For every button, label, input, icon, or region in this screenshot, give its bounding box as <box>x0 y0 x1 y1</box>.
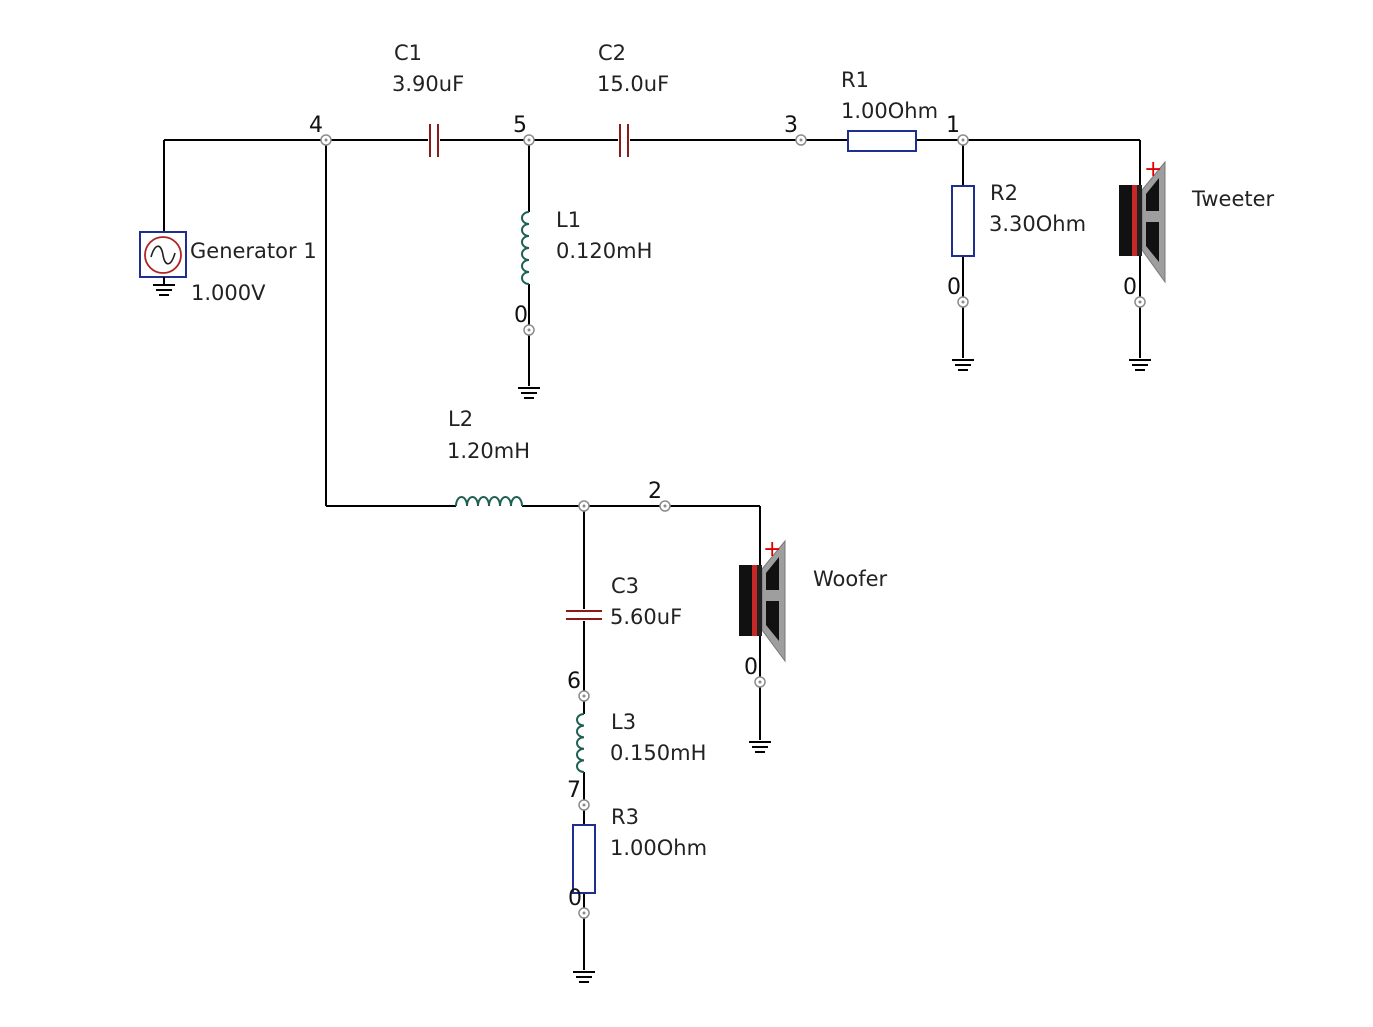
inductor-icon <box>521 211 530 285</box>
resistor-icon <box>572 824 596 894</box>
generator-ground-icon <box>153 277 175 296</box>
inductor-icon <box>455 496 523 507</box>
node-pin[interactable] <box>578 500 590 512</box>
node-pin[interactable] <box>1134 296 1146 308</box>
l3-value: 0.150mH <box>610 741 706 765</box>
tweeter-label: Tweeter <box>1191 187 1275 211</box>
l1-name: L1 <box>556 208 581 232</box>
l2-value: 1.20mH <box>447 439 530 463</box>
capacitor-icon <box>566 610 602 620</box>
node-label-ground-r3: 0 <box>568 886 582 911</box>
node-pin[interactable] <box>578 907 590 919</box>
capacitor-c2[interactable]: C2 15.0uF <box>597 41 669 157</box>
node-label-3: 3 <box>784 113 798 138</box>
r2-value: 3.30Ohm <box>989 212 1086 236</box>
resistor-r3[interactable]: R3 1.00Ohm <box>572 805 707 894</box>
inductor-l3[interactable]: L3 0.150mH <box>576 710 706 773</box>
tweeter-polarity-mark: + <box>1144 157 1162 182</box>
generator-1[interactable]: Generator 1 1.000V <box>139 231 317 305</box>
c2-name: C2 <box>598 41 626 65</box>
c1-value: 3.90uF <box>392 72 464 96</box>
l3-name: L3 <box>611 710 636 734</box>
l1-value: 0.120mH <box>556 239 652 263</box>
node-label-1: 1 <box>946 113 960 138</box>
node-pin[interactable] <box>578 690 590 702</box>
node-pin[interactable] <box>754 676 766 688</box>
node-label-ground-woofer: 0 <box>744 655 758 680</box>
r1-name: R1 <box>841 68 869 92</box>
node-pin[interactable] <box>957 134 969 146</box>
speaker-woofer[interactable]: + Woofer <box>739 537 888 663</box>
r3-name: R3 <box>611 805 639 829</box>
ground-icon-tweeter <box>1129 359 1151 371</box>
c3-name: C3 <box>611 574 639 598</box>
wires <box>163 139 1141 970</box>
r1-value: 1.00Ohm <box>841 99 938 123</box>
resistor-r2[interactable]: R2 3.30Ohm <box>951 181 1086 257</box>
resistor-r1[interactable]: R1 1.00Ohm <box>841 68 938 152</box>
node-label-6: 6 <box>567 669 581 694</box>
c3-value: 5.60uF <box>610 605 682 629</box>
capacitor-c1[interactable]: C1 3.90uF <box>392 41 464 157</box>
speaker-tweeter[interactable]: + Tweeter <box>1119 157 1275 284</box>
node-pin[interactable] <box>795 134 807 146</box>
c1-name: C1 <box>394 41 422 65</box>
speaker-icon <box>739 539 786 663</box>
woofer-label: Woofer <box>813 567 888 591</box>
l2-name: L2 <box>448 407 473 431</box>
capacitor-c3[interactable]: C3 5.60uF <box>566 574 682 629</box>
woofer-polarity-mark: + <box>763 537 781 562</box>
node-label-2: 2 <box>648 479 662 504</box>
node-labels: 4 5 3 1 2 6 7 0 0 0 0 0 <box>309 113 1137 911</box>
generator-value: 1.000V <box>191 281 266 305</box>
ground-icon-r3 <box>573 971 595 983</box>
r2-name: R2 <box>990 181 1018 205</box>
inductor-icon <box>576 713 585 773</box>
ground-icon-r2 <box>952 359 974 371</box>
node-label-7: 7 <box>567 778 581 803</box>
ground-icon-l1 <box>518 387 540 399</box>
node-pins <box>320 134 1146 919</box>
node-pin[interactable] <box>523 324 535 336</box>
node-pin[interactable] <box>523 134 535 146</box>
ground-icon-woofer <box>749 741 771 753</box>
node-pin[interactable] <box>578 799 590 811</box>
node-label-ground-l1: 0 <box>514 303 528 328</box>
resistor-icon <box>951 185 975 257</box>
generator-name: Generator 1 <box>190 239 317 263</box>
inductor-l1[interactable]: L1 0.120mH <box>521 208 652 285</box>
node-label-ground-r2: 0 <box>947 275 961 300</box>
node-label-ground-tweeter: 0 <box>1123 275 1137 300</box>
node-pin[interactable] <box>320 134 332 146</box>
capacitor-icon <box>619 124 629 157</box>
c2-value: 15.0uF <box>597 72 669 96</box>
resistor-icon <box>847 130 917 152</box>
capacitor-icon <box>429 124 439 157</box>
node-label-5: 5 <box>513 113 527 138</box>
node-label-4: 4 <box>309 113 323 138</box>
r3-value: 1.00Ohm <box>610 836 707 860</box>
speaker-icon <box>1119 160 1166 284</box>
node-pin[interactable] <box>957 296 969 308</box>
inductor-l2[interactable]: L2 1.20mH <box>447 407 530 507</box>
ac-source-icon <box>139 231 187 278</box>
node-pin[interactable] <box>659 500 671 512</box>
